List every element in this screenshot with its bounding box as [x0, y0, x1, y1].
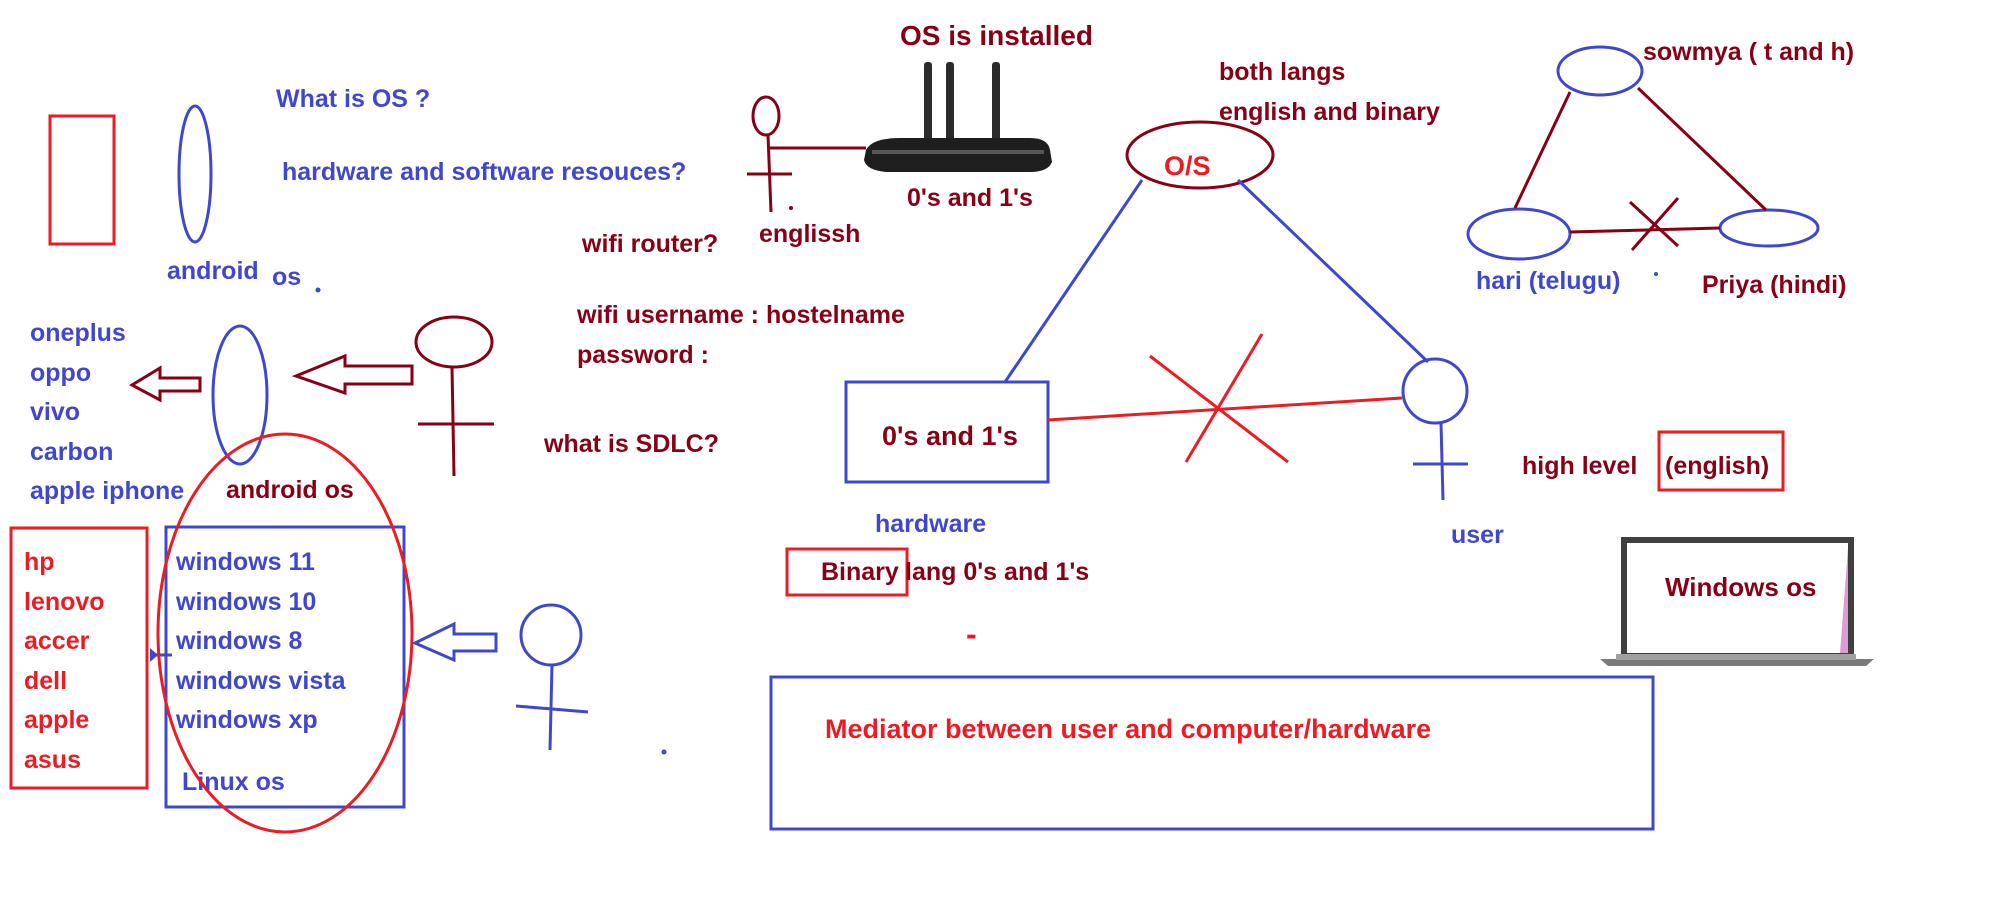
laptop-screen-text: Windows os	[1665, 572, 1816, 602]
connector-line	[1047, 396, 1403, 422]
high-level-text: high level	[1522, 452, 1637, 480]
arrow-left-icon	[411, 621, 498, 663]
dot	[789, 206, 793, 210]
dot	[1654, 272, 1658, 276]
stick-figure-icon	[1401, 357, 1469, 501]
connector-line	[1513, 91, 1572, 209]
triangle-node-left	[1466, 207, 1572, 261]
stick-figure-icon	[747, 95, 866, 213]
binary-boxed-text: Binary	[821, 558, 899, 586]
what-is-os-text: What is OS ?	[276, 85, 430, 113]
phone-brand-item: oneplus	[30, 319, 126, 347]
windows-version-item: windows vista	[175, 667, 347, 695]
stick-figure-icon	[414, 315, 494, 477]
dot	[315, 287, 321, 293]
connector-line	[1636, 86, 1768, 212]
password-text: password :	[577, 341, 709, 369]
windows-version-item: windows xp	[175, 706, 318, 734]
router-icon	[864, 62, 1052, 172]
hardware-box	[844, 380, 1050, 484]
os-installed-text: OS is installed	[900, 20, 1093, 51]
laptop-brand-item: dell	[24, 667, 67, 695]
phone-brand-item: carbon	[30, 438, 113, 466]
binary-highlight-box	[785, 547, 909, 597]
mediator-text: Mediator between user and computer/hardw…	[825, 714, 1431, 744]
connector-line	[1569, 226, 1721, 234]
red-rectangle-phone	[48, 114, 116, 246]
stick-figure-icon	[515, 603, 589, 751]
phone-brand-item: oppo	[30, 359, 91, 387]
windows-version-item: windows 11	[175, 548, 315, 576]
laptop-brand-item: accer	[24, 627, 90, 655]
arrow-left-icon	[128, 365, 202, 403]
android-label: android	[167, 257, 259, 285]
windows-versions-box	[164, 525, 406, 809]
os-node-label: O/S	[1164, 151, 1211, 181]
triangle-left-label: hari (telugu)	[1476, 267, 1620, 295]
wifi-username-text: wifi username : hostelname	[576, 301, 905, 329]
triangle-node-top	[1556, 45, 1644, 97]
hardware-label: hardware	[875, 510, 986, 538]
english-label: englissh	[759, 220, 860, 248]
high-level-english: (english)	[1665, 452, 1769, 480]
mediator-box	[769, 675, 1655, 831]
triangle-top-label: sowmya ( t and h)	[1643, 38, 1854, 66]
laptop-brands-box	[9, 526, 149, 790]
windows-version-item: windows 10	[175, 588, 316, 616]
zeros-ones-text: 0's and 1's	[907, 184, 1033, 212]
android-os-label: android os	[226, 476, 354, 504]
laptop-brand-item: hp	[24, 548, 55, 576]
binary-lang-text: lang 0's and 1's	[905, 558, 1089, 586]
os-label: os	[272, 263, 301, 291]
hw-sw-resources-text: hardware and software resouces?	[282, 158, 686, 186]
laptop-brand-item: apple	[24, 706, 89, 734]
hardware-box-label: 0's and 1's	[882, 421, 1018, 451]
cross-icon	[1149, 333, 1289, 464]
phone-brand-item: apple iphone	[30, 477, 184, 505]
connector-line	[1236, 178, 1430, 364]
triangle-node-right	[1718, 208, 1820, 248]
laptop-icon	[1600, 537, 1874, 666]
laptop-brand-item: asus	[24, 746, 81, 774]
dash-mark: -	[966, 616, 977, 652]
red-oval-windows	[156, 432, 414, 834]
arrow-left-icon	[150, 648, 172, 662]
phone-brand-item: vivo	[30, 398, 80, 426]
both-langs-line1: both langs	[1219, 58, 1345, 86]
english-highlight-box	[1657, 430, 1785, 492]
cross-icon	[1628, 197, 1680, 251]
sdlc-text: what is SDLC?	[543, 430, 719, 458]
both-langs-line2: english and binary	[1219, 98, 1440, 126]
triangle-right-label: Priya (hindi)	[1702, 271, 1846, 299]
blue-oval-android	[211, 324, 269, 466]
wifi-router-text: wifi router?	[581, 230, 718, 258]
user-label: user	[1451, 521, 1504, 549]
laptop-brand-item: lenovo	[24, 588, 105, 616]
windows-version-item: windows 8	[175, 627, 303, 655]
linux-label: Linux os	[182, 768, 285, 796]
dot	[661, 749, 667, 755]
os-node	[1125, 120, 1275, 190]
arrow-left-icon	[291, 353, 414, 396]
blue-oval-phone	[177, 104, 213, 244]
connector-line	[1003, 179, 1144, 383]
